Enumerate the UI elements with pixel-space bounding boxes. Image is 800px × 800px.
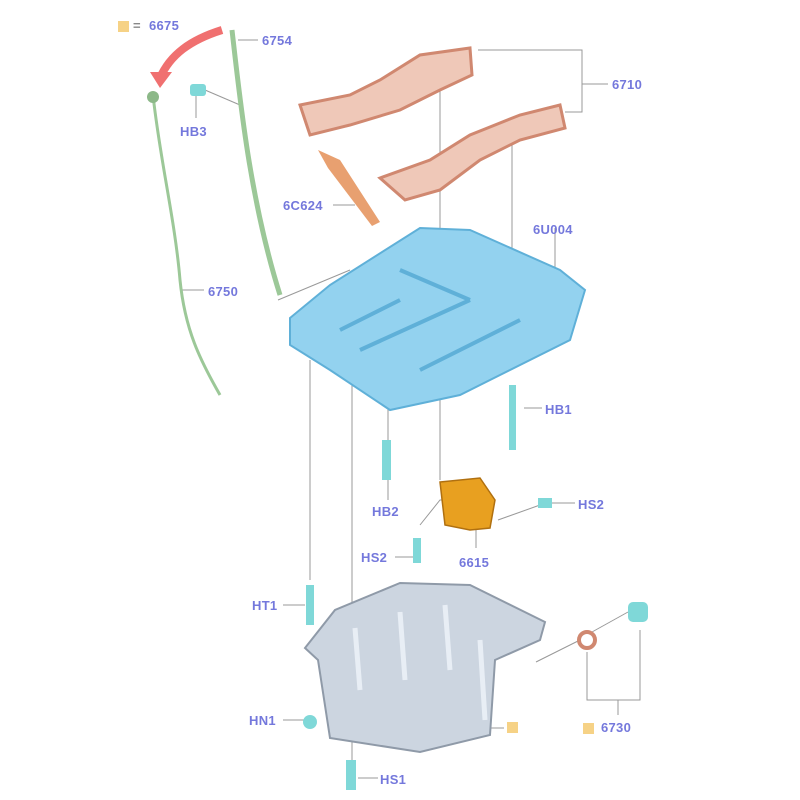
drain-washer [577, 630, 597, 650]
hb2-bolt [382, 440, 391, 480]
callout-6u004[interactable]: 6U004 [533, 222, 573, 237]
arrow-icon [156, 26, 224, 80]
legend-marker [118, 21, 129, 32]
sensor-6c624 [318, 150, 380, 226]
ladder-frame-6u004 [289, 226, 587, 412]
pan-marker [507, 722, 518, 733]
gasket-upper [298, 46, 474, 137]
callout-6730[interactable]: 6730 [601, 720, 632, 735]
callout-6c624[interactable]: 6C624 [283, 198, 323, 213]
drain-plug [628, 602, 648, 622]
legend-equals: = [133, 18, 141, 33]
hs2-bolt-right [538, 498, 552, 508]
callout-hb3[interactable]: HB3 [180, 124, 207, 139]
dipstick-tube [229, 29, 283, 296]
callout-6615[interactable]: 6615 [459, 555, 490, 570]
callout-6754[interactable]: 6754 [262, 33, 293, 48]
gasket-lower [377, 103, 567, 202]
hn1-nut [303, 715, 317, 729]
callout-hs2-left[interactable]: HS2 [361, 550, 388, 565]
legend-code: 6675 [149, 18, 180, 33]
callout-hs2-right[interactable]: HS2 [578, 497, 605, 512]
hb1-bolt [509, 385, 516, 450]
oil-pump-6615 [439, 477, 496, 531]
hs1-bolt [346, 760, 356, 790]
hb3-bolt [190, 84, 206, 96]
callout-6710[interactable]: 6710 [612, 77, 643, 92]
hs2-bolt-left [413, 538, 421, 563]
leader-lines [182, 39, 641, 779]
c6730-marker [583, 723, 594, 734]
ht1-stud [306, 585, 314, 625]
callout-hb2[interactable]: HB2 [372, 504, 399, 519]
dipstick [151, 94, 222, 396]
callout-hs1[interactable]: HS1 [380, 772, 407, 787]
callout-ht1[interactable]: HT1 [252, 598, 278, 613]
callout-hb1[interactable]: HB1 [545, 402, 572, 417]
callout-6750[interactable]: 6750 [208, 284, 239, 299]
callout-hn1[interactable]: HN1 [249, 713, 276, 728]
